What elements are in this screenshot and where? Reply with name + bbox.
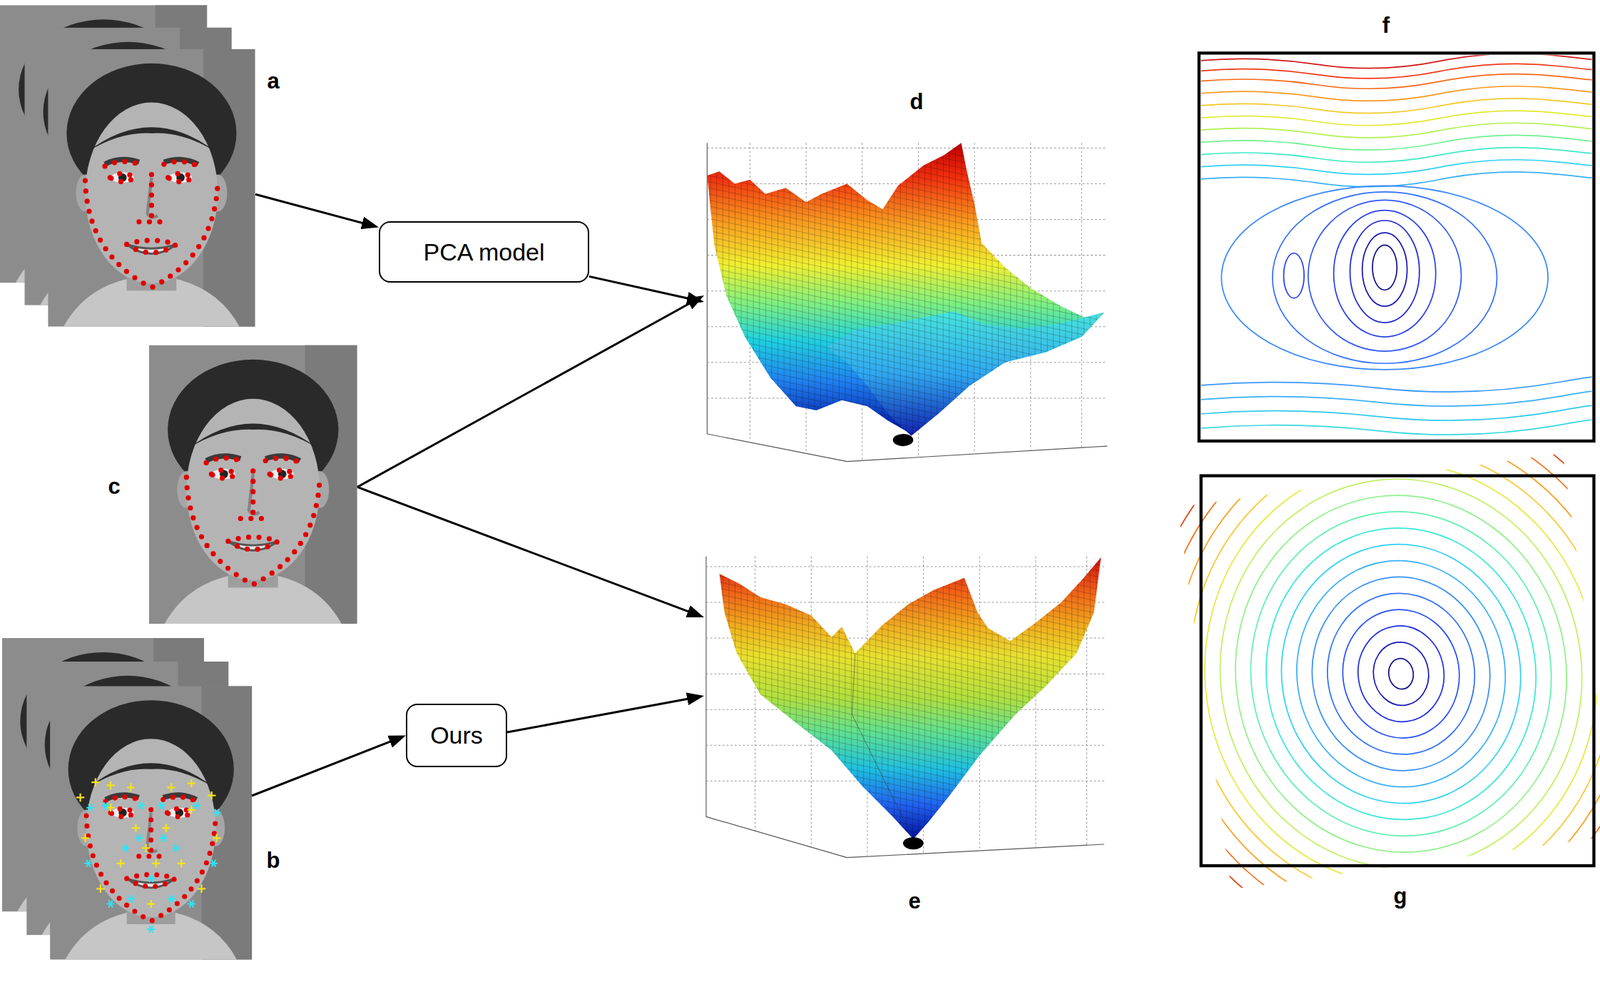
panel-letter: d (910, 89, 924, 115)
panel-letter: e (908, 888, 921, 914)
arrow-connector (507, 696, 696, 732)
arrow-connector (255, 194, 371, 225)
process-box: Ours (405, 703, 508, 767)
arrow-connector (357, 299, 697, 488)
surface-axes (706, 556, 1105, 858)
arrow-connector (357, 486, 697, 614)
surface-axes (706, 142, 1108, 461)
contour-panel: g (1201, 475, 1595, 866)
contour-plot (1090, 345, 1600, 997)
arrow-connector (251, 738, 399, 796)
panel-letter: g (1393, 883, 1408, 909)
face-stack (0, 4, 256, 327)
box-label: PCA model (423, 237, 545, 267)
panel-letter: f (1382, 13, 1390, 38)
panel-letter: a (266, 69, 279, 94)
contour-plot (1194, 52, 1600, 441)
face-panel: b (0, 637, 252, 960)
face-panel: a (0, 4, 256, 327)
arrow-connector (589, 276, 696, 300)
surface-panel: e (704, 550, 1103, 853)
test-face (149, 345, 358, 625)
error-surface (706, 142, 1104, 446)
error-surface (719, 557, 1102, 849)
face-panel: c (149, 344, 358, 624)
box-label: Ours (430, 720, 483, 750)
process-box: PCA model (378, 221, 590, 283)
panel-letter: b (266, 848, 281, 873)
surface-panel: d (704, 137, 1108, 460)
contour-panel: f (1199, 52, 1594, 441)
panel-letter: c (107, 474, 120, 499)
face-stack (2, 637, 252, 960)
